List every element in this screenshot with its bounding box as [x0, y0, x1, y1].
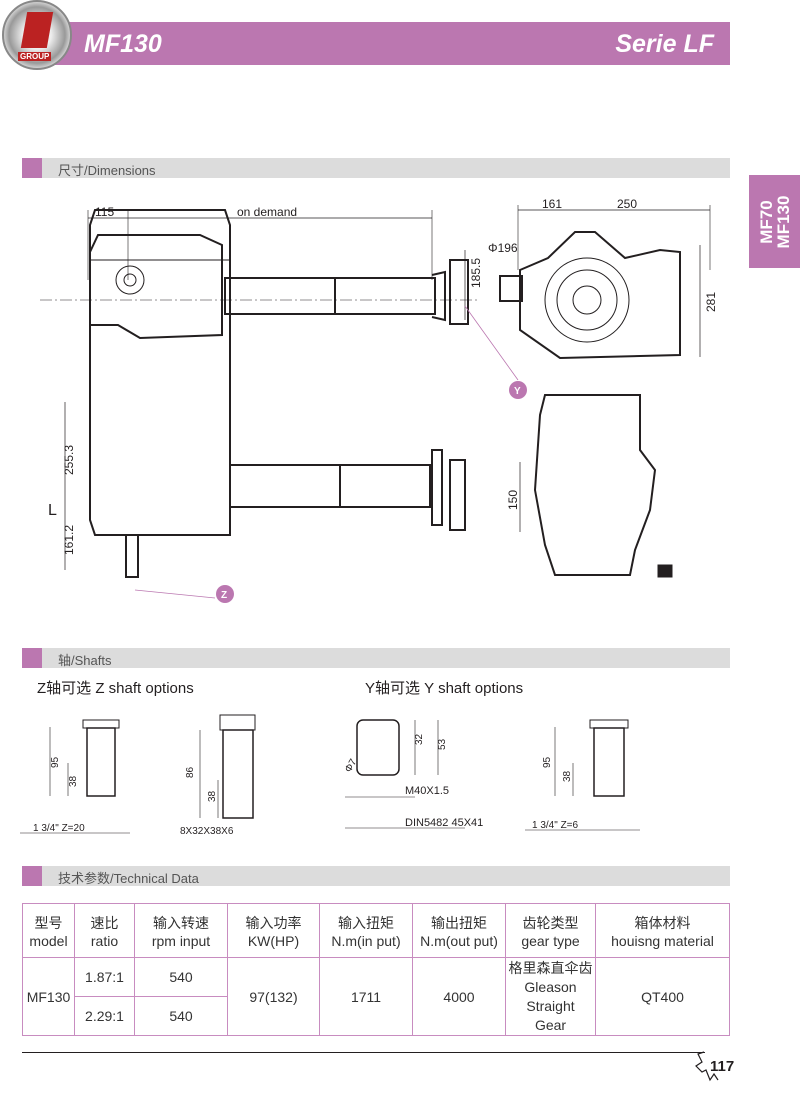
- marker-y: [509, 381, 527, 399]
- page-number: 117: [710, 1058, 735, 1075]
- page-header: MF130 Serie LF: [22, 22, 730, 65]
- svg-text:38: 38: [562, 770, 573, 782]
- svg-text:250: 250: [617, 197, 637, 211]
- z-shaft-1: 95 38 1 3/4" Z=20: [20, 719, 130, 834]
- svg-text:161: 161: [542, 197, 562, 211]
- svg-text:Y: Y: [514, 386, 521, 397]
- z-shaft-2: 86 38 8X32X38X6: [180, 714, 256, 837]
- svg-text:95: 95: [542, 756, 553, 768]
- svg-text:185.5: 185.5: [469, 258, 483, 288]
- dimension-drawings: 115 on demand 161 250 Φ196 185.5 281 Y 2…: [40, 197, 718, 603]
- marker-z: [216, 585, 234, 603]
- svg-text:1 3/4" Z=20: 1 3/4" Z=20: [33, 823, 85, 834]
- svg-text:32: 32: [414, 733, 425, 745]
- svg-text:53: 53: [437, 738, 448, 750]
- top-view: 255.3 161.2 L Z: [48, 209, 466, 603]
- svg-text:on demand: on demand: [237, 205, 297, 219]
- svg-text:38: 38: [207, 790, 218, 802]
- model-title: MF130: [84, 30, 162, 58]
- flange-symbol-icon: [657, 564, 673, 578]
- section-technical-data: 技术参数/Technical Data: [22, 866, 730, 886]
- y-shaft-options-title: Y轴可选 Y shaft options: [365, 680, 524, 697]
- svg-text:86: 86: [185, 766, 196, 778]
- svg-text:115: 115: [95, 205, 114, 219]
- svg-text:L: L: [48, 502, 57, 519]
- y-shaft: 32 53 Φ7 M40X1.5 DIN5482 45X41: [343, 719, 483, 829]
- section-shafts: 轴/Shafts: [22, 648, 730, 668]
- svg-text:8X32X38X6: 8X32X38X6: [180, 826, 234, 837]
- section-dimensions: 尺寸/Dimensions: [22, 158, 730, 178]
- svg-text:255.3: 255.3: [62, 445, 76, 475]
- svg-text:281: 281: [704, 292, 718, 312]
- svg-text:Φ196: Φ196: [488, 241, 518, 255]
- svg-text:38: 38: [68, 775, 79, 787]
- footer-rule: [22, 1052, 705, 1053]
- series-title: Serie LF: [615, 30, 714, 58]
- gear-icon: [695, 1051, 719, 1082]
- y-shaft-2: 95 38 1 3/4" Z=6: [525, 719, 640, 831]
- svg-text:Z: Z: [221, 590, 227, 601]
- front-view: 115 on demand: [40, 205, 480, 340]
- svg-text:95: 95: [50, 756, 61, 768]
- svg-text:150: 150: [506, 490, 520, 510]
- z-shaft-options-title: Z轴可选 Z shaft options: [37, 680, 194, 697]
- svg-text:1 3/4" Z=6: 1 3/4" Z=6: [532, 820, 579, 831]
- company-logo: GROUP: [2, 0, 72, 70]
- svg-text:DIN5482 45X41: DIN5482 45X41: [405, 817, 483, 829]
- svg-text:161.2: 161.2: [62, 525, 76, 555]
- svg-text:M40X1.5: M40X1.5: [405, 785, 449, 797]
- shaft-drawings: 95 38 1 3/4" Z=20 86 38 8X32X38X6 32 53 …: [20, 714, 640, 837]
- end-view: 150: [506, 394, 673, 578]
- side-view: 161 250 Φ196 185.5 281 Y: [464, 197, 718, 399]
